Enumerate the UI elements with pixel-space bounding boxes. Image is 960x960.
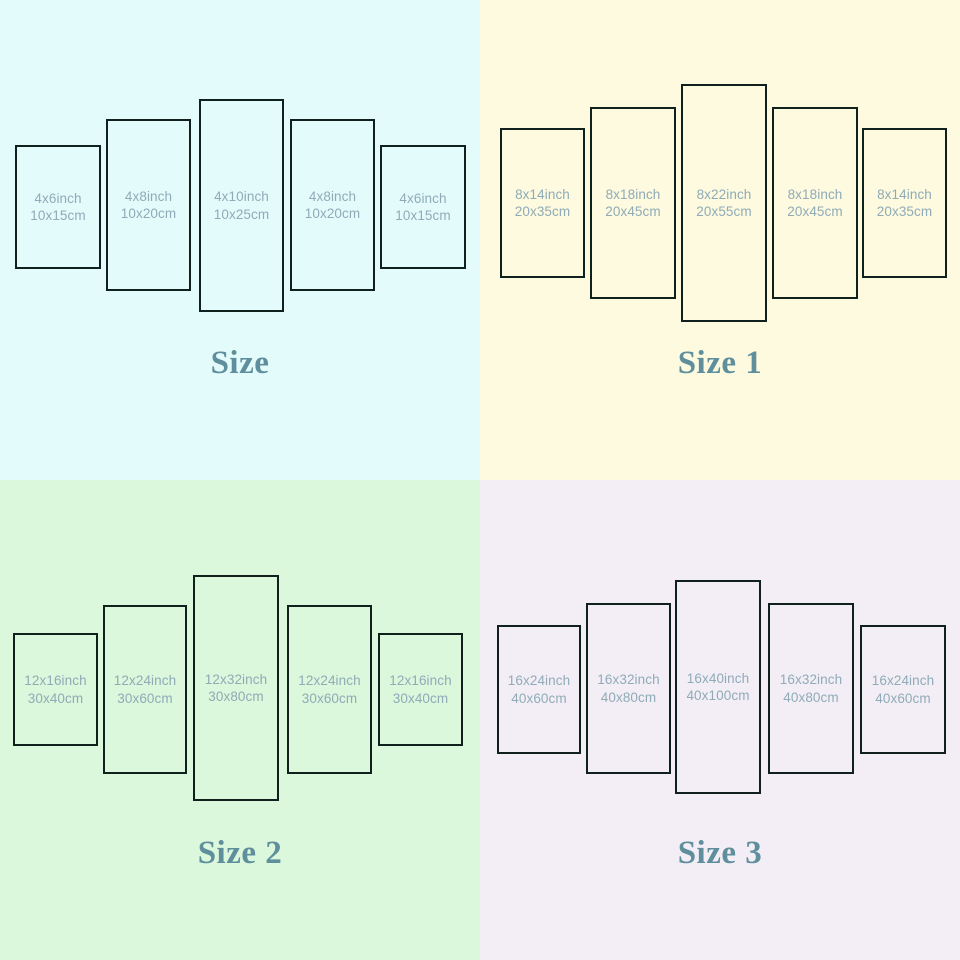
panel-inches-text: 16x40inch — [686, 670, 750, 686]
panel-inches-text: 12x16inch — [389, 673, 452, 689]
panel-centimeters-text: 10x25cm — [213, 206, 270, 222]
canvas-panel[interactable]: 8x14inch 20x35cm — [500, 128, 585, 278]
canvas-panel[interactable]: 8x18inch 20x45cm — [772, 107, 858, 299]
panel-centimeters-text: 30x40cm — [27, 690, 84, 706]
panel-inches-text: 16x32inch — [779, 672, 843, 688]
panel-inches-text: 8x22inch — [696, 186, 752, 202]
canvas-panel[interactable]: 4x6inch 10x15cm — [15, 145, 101, 269]
panel-centimeters-text: 20x35cm — [876, 204, 933, 219]
size-group-size-1: 8x14inch 20x35cm 8x18inch 20x45cm 8x22inch 20… — [480, 0, 960, 480]
panel-dimension-label: 8x18inch 20x45cm — [605, 186, 660, 221]
panel-dimension-label: 8x22inch 20x55cm — [696, 186, 751, 221]
panel-inches-text: 4x8inch — [308, 188, 357, 204]
panel-inches-text: 8x14inch — [515, 186, 570, 202]
panel-dimension-label: 8x14inch 20x35cm — [877, 186, 932, 221]
panel-inches-text: 16x32inch — [597, 672, 660, 688]
panel-centimeters-text: 40x80cm — [600, 689, 657, 705]
panel-centimeters-text: 20x45cm — [787, 204, 843, 219]
panel-centimeters-text: 30x60cm — [117, 690, 173, 706]
panel-stage-size-1: 8x14inch 20x35cm 8x18inch 20x45cm 8x22inch 20… — [480, 0, 960, 370]
panel-centimeters-text: 40x60cm — [875, 690, 931, 706]
panel-dimension-label: 8x18inch 20x45cm — [787, 186, 842, 221]
panel-dimension-label: 4x8inch 10x20cm — [121, 188, 176, 223]
panel-inches-text: 4x6inch — [399, 190, 447, 206]
size-group-title-size-3: Size 3 — [677, 835, 763, 871]
panel-centimeters-text: 10x15cm — [30, 208, 86, 223]
canvas-panel[interactable]: 8x14inch 20x35cm — [862, 128, 947, 278]
canvas-panel[interactable]: 4x8inch 10x20cm — [106, 119, 191, 291]
panel-centimeters-text: 40x60cm — [511, 690, 567, 706]
panel-centimeters-text: 40x80cm — [783, 689, 839, 705]
panel-centimeters-text: 40x100cm — [686, 688, 750, 703]
panel-inches-text: 16x24inch — [507, 673, 571, 689]
panel-centimeters-text: 10x15cm — [395, 208, 451, 223]
panel-centimeters-text: 30x40cm — [392, 690, 449, 706]
panel-centimeters-text: 30x80cm — [208, 689, 264, 704]
panel-dimension-label: 12x32inch 30x80cm — [205, 671, 267, 706]
panel-centimeters-text: 20x45cm — [605, 204, 661, 219]
panel-inches-text: 16x24inch — [871, 673, 935, 689]
panel-centimeters-text: 30x60cm — [301, 690, 358, 706]
panel-inches-text: 12x32inch — [204, 671, 268, 687]
panel-dimension-label: 4x6inch 10x15cm — [395, 190, 450, 225]
canvas-panel[interactable]: 4x6inch 10x15cm — [380, 145, 466, 269]
panel-centimeters-text: 20x35cm — [514, 204, 571, 219]
panel-dimension-label: 16x40inch 40x100cm — [686, 670, 749, 705]
canvas-panel[interactable]: 4x8inch 10x20cm — [290, 119, 375, 291]
panel-inches-text: 8x14inch — [877, 186, 932, 202]
canvas-panel[interactable]: 8x22inch 20x55cm — [681, 84, 767, 322]
panel-dimension-label: 4x6inch 10x15cm — [30, 190, 85, 225]
panel-inches-text: 4x10inch — [214, 189, 269, 205]
canvas-panel[interactable]: 8x18inch 20x45cm — [590, 107, 676, 299]
panel-inches-text: 12x24inch — [113, 673, 177, 689]
panel-inches-text: 8x18inch — [787, 186, 843, 202]
panel-centimeters-text: 10x20cm — [120, 206, 177, 221]
panel-inches-text: 12x16inch — [24, 673, 87, 689]
panel-centimeters-text: 20x55cm — [696, 204, 752, 219]
panel-inches-text: 4x6inch — [34, 190, 82, 206]
canvas-panel[interactable]: 16x40inch 40x100cm — [675, 580, 761, 794]
panel-dimension-label: 4x8inch 10x20cm — [305, 188, 360, 223]
panel-centimeters-text: 10x20cm — [304, 206, 361, 221]
canvas-panel[interactable]: 12x32inch 30x80cm — [193, 575, 279, 801]
size-group-title-size-1: Size 1 — [677, 345, 763, 381]
size-group-title-size-2: Size 2 — [197, 835, 283, 871]
panel-inches-text: 12x24inch — [298, 673, 361, 689]
panel-inches-text: 4x8inch — [124, 188, 173, 204]
panel-inches-text: 8x18inch — [605, 186, 661, 202]
panel-dimension-label: 8x14inch 20x35cm — [515, 186, 570, 221]
size-group-title-size: Size — [210, 345, 270, 381]
